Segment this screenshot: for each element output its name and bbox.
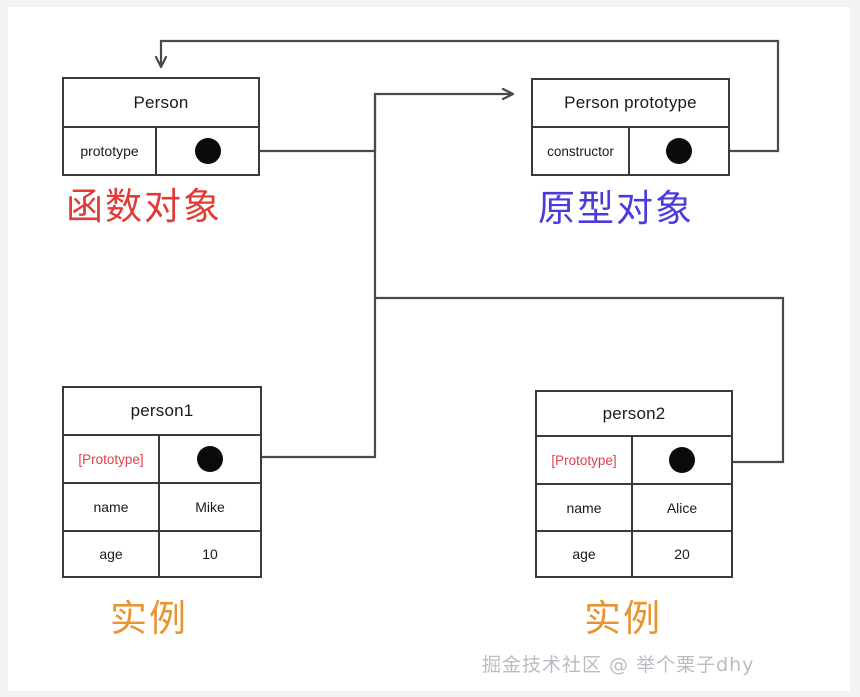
person2-prototype-reference-dot-icon (669, 447, 695, 473)
box-person: Person prototype (62, 77, 260, 176)
box-person-prototype-key-constructor: constructor (533, 128, 630, 174)
box-person2-key-age: age (537, 532, 633, 576)
box-person-key-prototype: prototype (64, 128, 157, 174)
prototype-reference-dot-icon (194, 138, 221, 164)
caption-function-object: 函数对象 (66, 185, 222, 228)
box-person1-value-age: 10 (202, 546, 218, 562)
box-person1-row-prototype: [Prototype] (64, 436, 260, 484)
watermark-text: 掘金技术社区 @ 举个栗子dhy (482, 654, 755, 676)
caption-instance-right: 实例 (584, 597, 662, 640)
box-person-prototype-row-constructor: constructor (533, 128, 728, 174)
constructor-reference-dot-icon (666, 138, 692, 164)
caption-prototype-object: 原型对象 (538, 187, 694, 230)
box-person2-value-prototype (633, 437, 731, 483)
box-person2-row-prototype: [Prototype] (537, 437, 731, 485)
box-person1-value-prototype (160, 436, 260, 482)
box-person2-value-age: 20 (674, 546, 690, 562)
box-person2-row-age: age 20 (537, 532, 731, 576)
box-person1: person1 [Prototype] name Mike age 10 (62, 386, 262, 578)
box-person1-key-prototype: [Prototype] (64, 436, 160, 482)
box-person-value-prototype (157, 128, 258, 174)
box-person2-key-name: name (537, 485, 633, 530)
box-person1-key-age: age (64, 532, 160, 576)
caption-instance-left: 实例 (110, 597, 188, 640)
box-person-prototype: Person prototype constructor (531, 78, 730, 176)
frame-edge-bottom (0, 691, 860, 697)
frame-edge-top (0, 0, 860, 7)
frame-edge-right (850, 0, 860, 697)
box-person1-header: person1 (64, 388, 260, 436)
box-person-row-prototype: prototype (64, 128, 258, 174)
box-person2-header: person2 (537, 392, 731, 437)
box-person2-value-name: Alice (666, 499, 698, 516)
box-person1-key-name: name (64, 484, 160, 530)
box-person1-row-name: name Mike (64, 484, 260, 532)
person1-prototype-reference-dot-icon (197, 446, 223, 472)
box-person1-row-age: age 10 (64, 532, 260, 576)
box-person2-key-prototype: [Prototype] (537, 437, 633, 483)
box-person2: person2 [Prototype] name Alice age 20 (535, 390, 733, 578)
box-person1-value-name: Mike (195, 499, 225, 515)
frame-edge-left (0, 0, 8, 697)
box-person2-row-name: name Alice (537, 485, 731, 532)
box-person-prototype-value-constructor (630, 128, 728, 174)
box-person-prototype-header: Person prototype (533, 80, 728, 128)
box-person-header: Person (64, 79, 258, 128)
